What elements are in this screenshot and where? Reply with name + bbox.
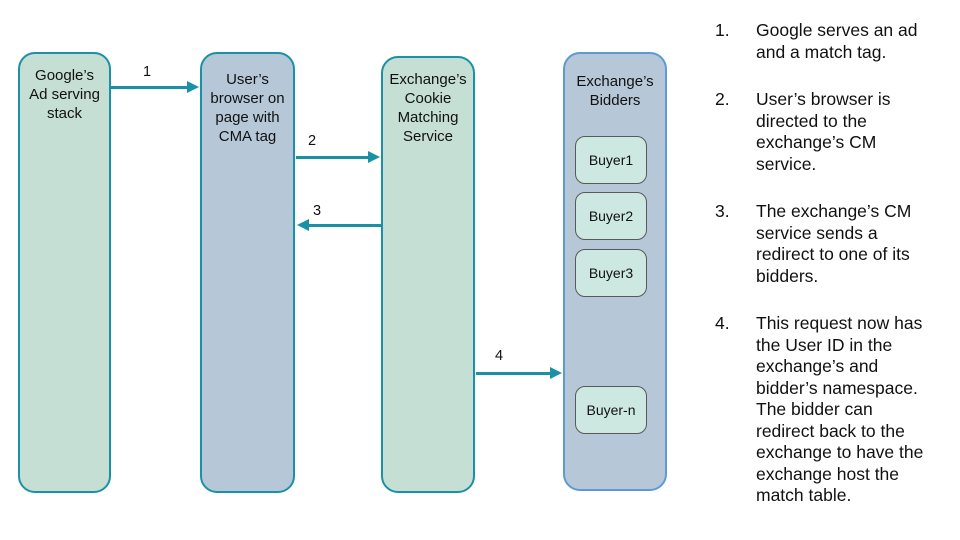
- step-text: User’s browser is directed to the exchan…: [756, 89, 891, 174]
- step-item-4: 4. This request now has the User ID in t…: [715, 313, 955, 507]
- node-google-ad-stack: Google’s Ad serving stack: [18, 52, 111, 493]
- arrow-2: [296, 151, 380, 163]
- buyer1-box: Buyer1: [575, 136, 647, 184]
- step-text: Google serves an ad and a match tag.: [756, 20, 918, 62]
- step-number: 2.: [715, 89, 730, 109]
- buyer-n-label: Buyer-n: [586, 402, 636, 418]
- buyer3-box: Buyer3: [575, 249, 647, 297]
- steps-list: 1. Google serves an ad and a match tag. …: [715, 20, 955, 533]
- buyer2-box: Buyer2: [575, 192, 647, 240]
- node-user-browser: User’s browser on page with CMA tag: [200, 52, 295, 493]
- step-number: 1.: [715, 20, 730, 40]
- step-item-1: 1. Google serves an ad and a match tag.: [715, 20, 955, 63]
- arrow-1-label: 1: [143, 64, 152, 80]
- buyer-n-box: Buyer-n: [575, 386, 647, 434]
- buyer3-label: Buyer3: [588, 265, 634, 281]
- arrow-1: [111, 81, 199, 93]
- node-exchange-bidders-label: Exchange’s Bidders: [576, 73, 654, 109]
- arrow-3: [297, 219, 381, 231]
- step-number: 3.: [715, 201, 730, 221]
- arrow-2-label: 2: [308, 133, 317, 149]
- arrow-3-label: 3: [313, 203, 322, 219]
- node-google-ad-stack-label: Google’s Ad serving stack: [29, 67, 100, 122]
- arrow-4-label: 4: [495, 348, 504, 364]
- node-cookie-matching-service-label: Exchange’s Cookie Matching Service: [389, 71, 467, 145]
- node-user-browser-label: User’s browser on page with CMA tag: [210, 71, 285, 145]
- step-text: The exchange’s CM service sends a redire…: [756, 201, 912, 286]
- buyer2-label: Buyer2: [588, 208, 634, 224]
- step-item-2: 2. User’s browser is directed to the exc…: [715, 89, 955, 175]
- arrow-4: [476, 367, 562, 379]
- step-item-3: 3. The exchange’s CM service sends a red…: [715, 201, 955, 287]
- step-number: 4.: [715, 313, 730, 333]
- buyer1-label: Buyer1: [588, 152, 634, 168]
- step-text: This request now has the User ID in the …: [756, 313, 924, 505]
- node-cookie-matching-service: Exchange’s Cookie Matching Service: [381, 56, 475, 493]
